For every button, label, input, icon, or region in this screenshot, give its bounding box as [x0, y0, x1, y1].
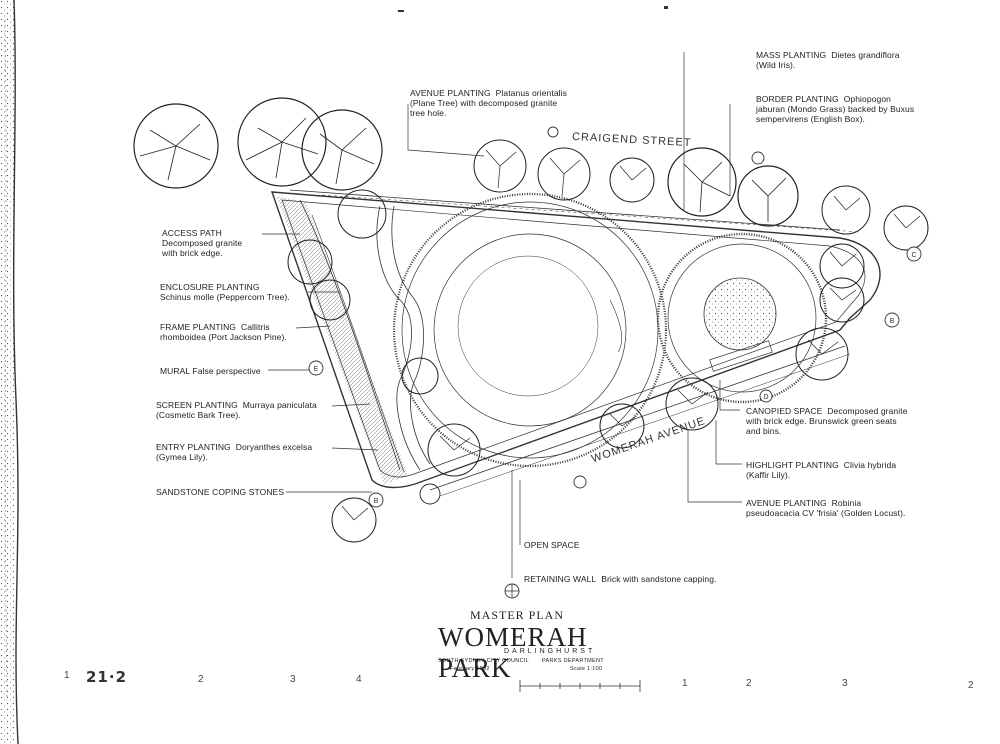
canopied-space-circle — [656, 232, 828, 404]
label-sandstone: SANDSTONE COPING STONES — [156, 487, 285, 497]
label-access-path: ACCESS PATH Decomposed granite with bric… — [162, 228, 243, 258]
tree-1 — [133, 103, 219, 189]
tree-21 — [309, 279, 351, 321]
tree-22 — [401, 357, 439, 395]
label-entry-planting: ENTRY PLANTING Doryanthes excelsa (Gymea… — [156, 442, 313, 462]
tree-3 — [301, 109, 383, 191]
marker-letters: B C E B D — [314, 252, 917, 505]
tree-7 — [667, 147, 737, 217]
margin-tick-8: 2 — [968, 680, 974, 691]
title-kicker: MASTER PLAN — [470, 608, 565, 622]
leader-lines — [262, 52, 742, 578]
tree-15 — [599, 403, 645, 449]
margin-tick-2: 2 — [198, 674, 204, 685]
park-name: WOMERAH PARK — [438, 622, 588, 683]
tree-2 — [237, 97, 327, 187]
svg-text:C: C — [911, 252, 916, 259]
site-boundary — [270, 189, 881, 497]
handwritten-note: 21·2 — [86, 668, 128, 686]
tree-8 — [737, 165, 799, 227]
label-avenue-planting-south: AVENUE PLANTING Robinia pseudoacacia CV … — [746, 498, 906, 518]
tree-17 — [331, 497, 377, 543]
scale-bar — [519, 680, 641, 692]
tree-19 — [337, 189, 387, 239]
tree-18 — [419, 483, 441, 505]
label-mural: MURAL False perspective — [160, 366, 261, 376]
svg-text:B: B — [374, 498, 379, 505]
scan-marks — [398, 6, 668, 12]
tree-canopies — [133, 97, 929, 543]
label-avenue-planting-north: AVENUE PLANTING Platanus orientalis (Pla… — [410, 88, 567, 118]
tree-5 — [537, 147, 591, 201]
label-highlight-planting: HIGHLIGHT PLANTING Clivia hybrida (Kaffi… — [746, 460, 897, 480]
margin-tick-1: 1 — [64, 670, 70, 681]
tree-11 — [819, 243, 865, 289]
tree-9 — [821, 185, 871, 235]
svg-text:D: D — [763, 394, 768, 401]
department-name: PARKS DEPARTMENT — [542, 658, 604, 664]
margin-tick-6: 2 — [746, 678, 752, 689]
council-name: SOUTH SYDNEY CITY COUNCIL — [438, 658, 530, 664]
tree-4 — [473, 139, 527, 193]
plan-date: February 1992 — [450, 666, 490, 672]
tree-14 — [665, 377, 719, 431]
label-mass-planting: MASS PLANTING Dietes grandiflora (Wild I… — [756, 50, 900, 70]
svg-text:B: B — [890, 318, 895, 325]
margin-tick-7: 3 — [842, 678, 848, 689]
open-space-lawn — [392, 192, 668, 468]
tree-16 — [427, 423, 481, 477]
label-screen-planting: SCREEN PLANTING Murraya paniculata (Cosm… — [156, 400, 317, 420]
plan-markers — [308, 126, 922, 599]
label-open-space: OPEN SPACE — [524, 540, 580, 550]
suburb-name: DARLINGHURST — [504, 648, 596, 655]
left-planting-strip — [276, 196, 408, 484]
plan-scale: Scale 1:100 — [570, 666, 603, 672]
access-path — [376, 205, 431, 471]
tree-20 — [287, 239, 333, 285]
label-enclosure-planting: ENCLOSURE PLANTING Schinus molle (Pepper… — [160, 282, 290, 302]
tree-13 — [795, 327, 849, 381]
label-border-planting: BORDER PLANTING Ophiopogon jaburan (Mond… — [756, 94, 915, 124]
tree-10 — [883, 205, 929, 251]
tree-6 — [609, 157, 655, 203]
margin-tick-3: 3 — [290, 674, 296, 685]
svg-text:E: E — [314, 366, 319, 373]
margin-tick-5: 1 — [682, 678, 688, 689]
tree-12 — [819, 277, 865, 323]
label-retaining-wall: RETAINING WALL Brick with sandstone capp… — [524, 574, 717, 584]
label-canopied-space: CANOPIED SPACE Decomposed granite with b… — [746, 406, 908, 436]
scan-edge — [0, 0, 19, 744]
margin-tick-4: 4 — [356, 674, 362, 685]
label-frame-planting: FRAME PLANTING Callitris rhomboidea (Por… — [160, 322, 287, 342]
